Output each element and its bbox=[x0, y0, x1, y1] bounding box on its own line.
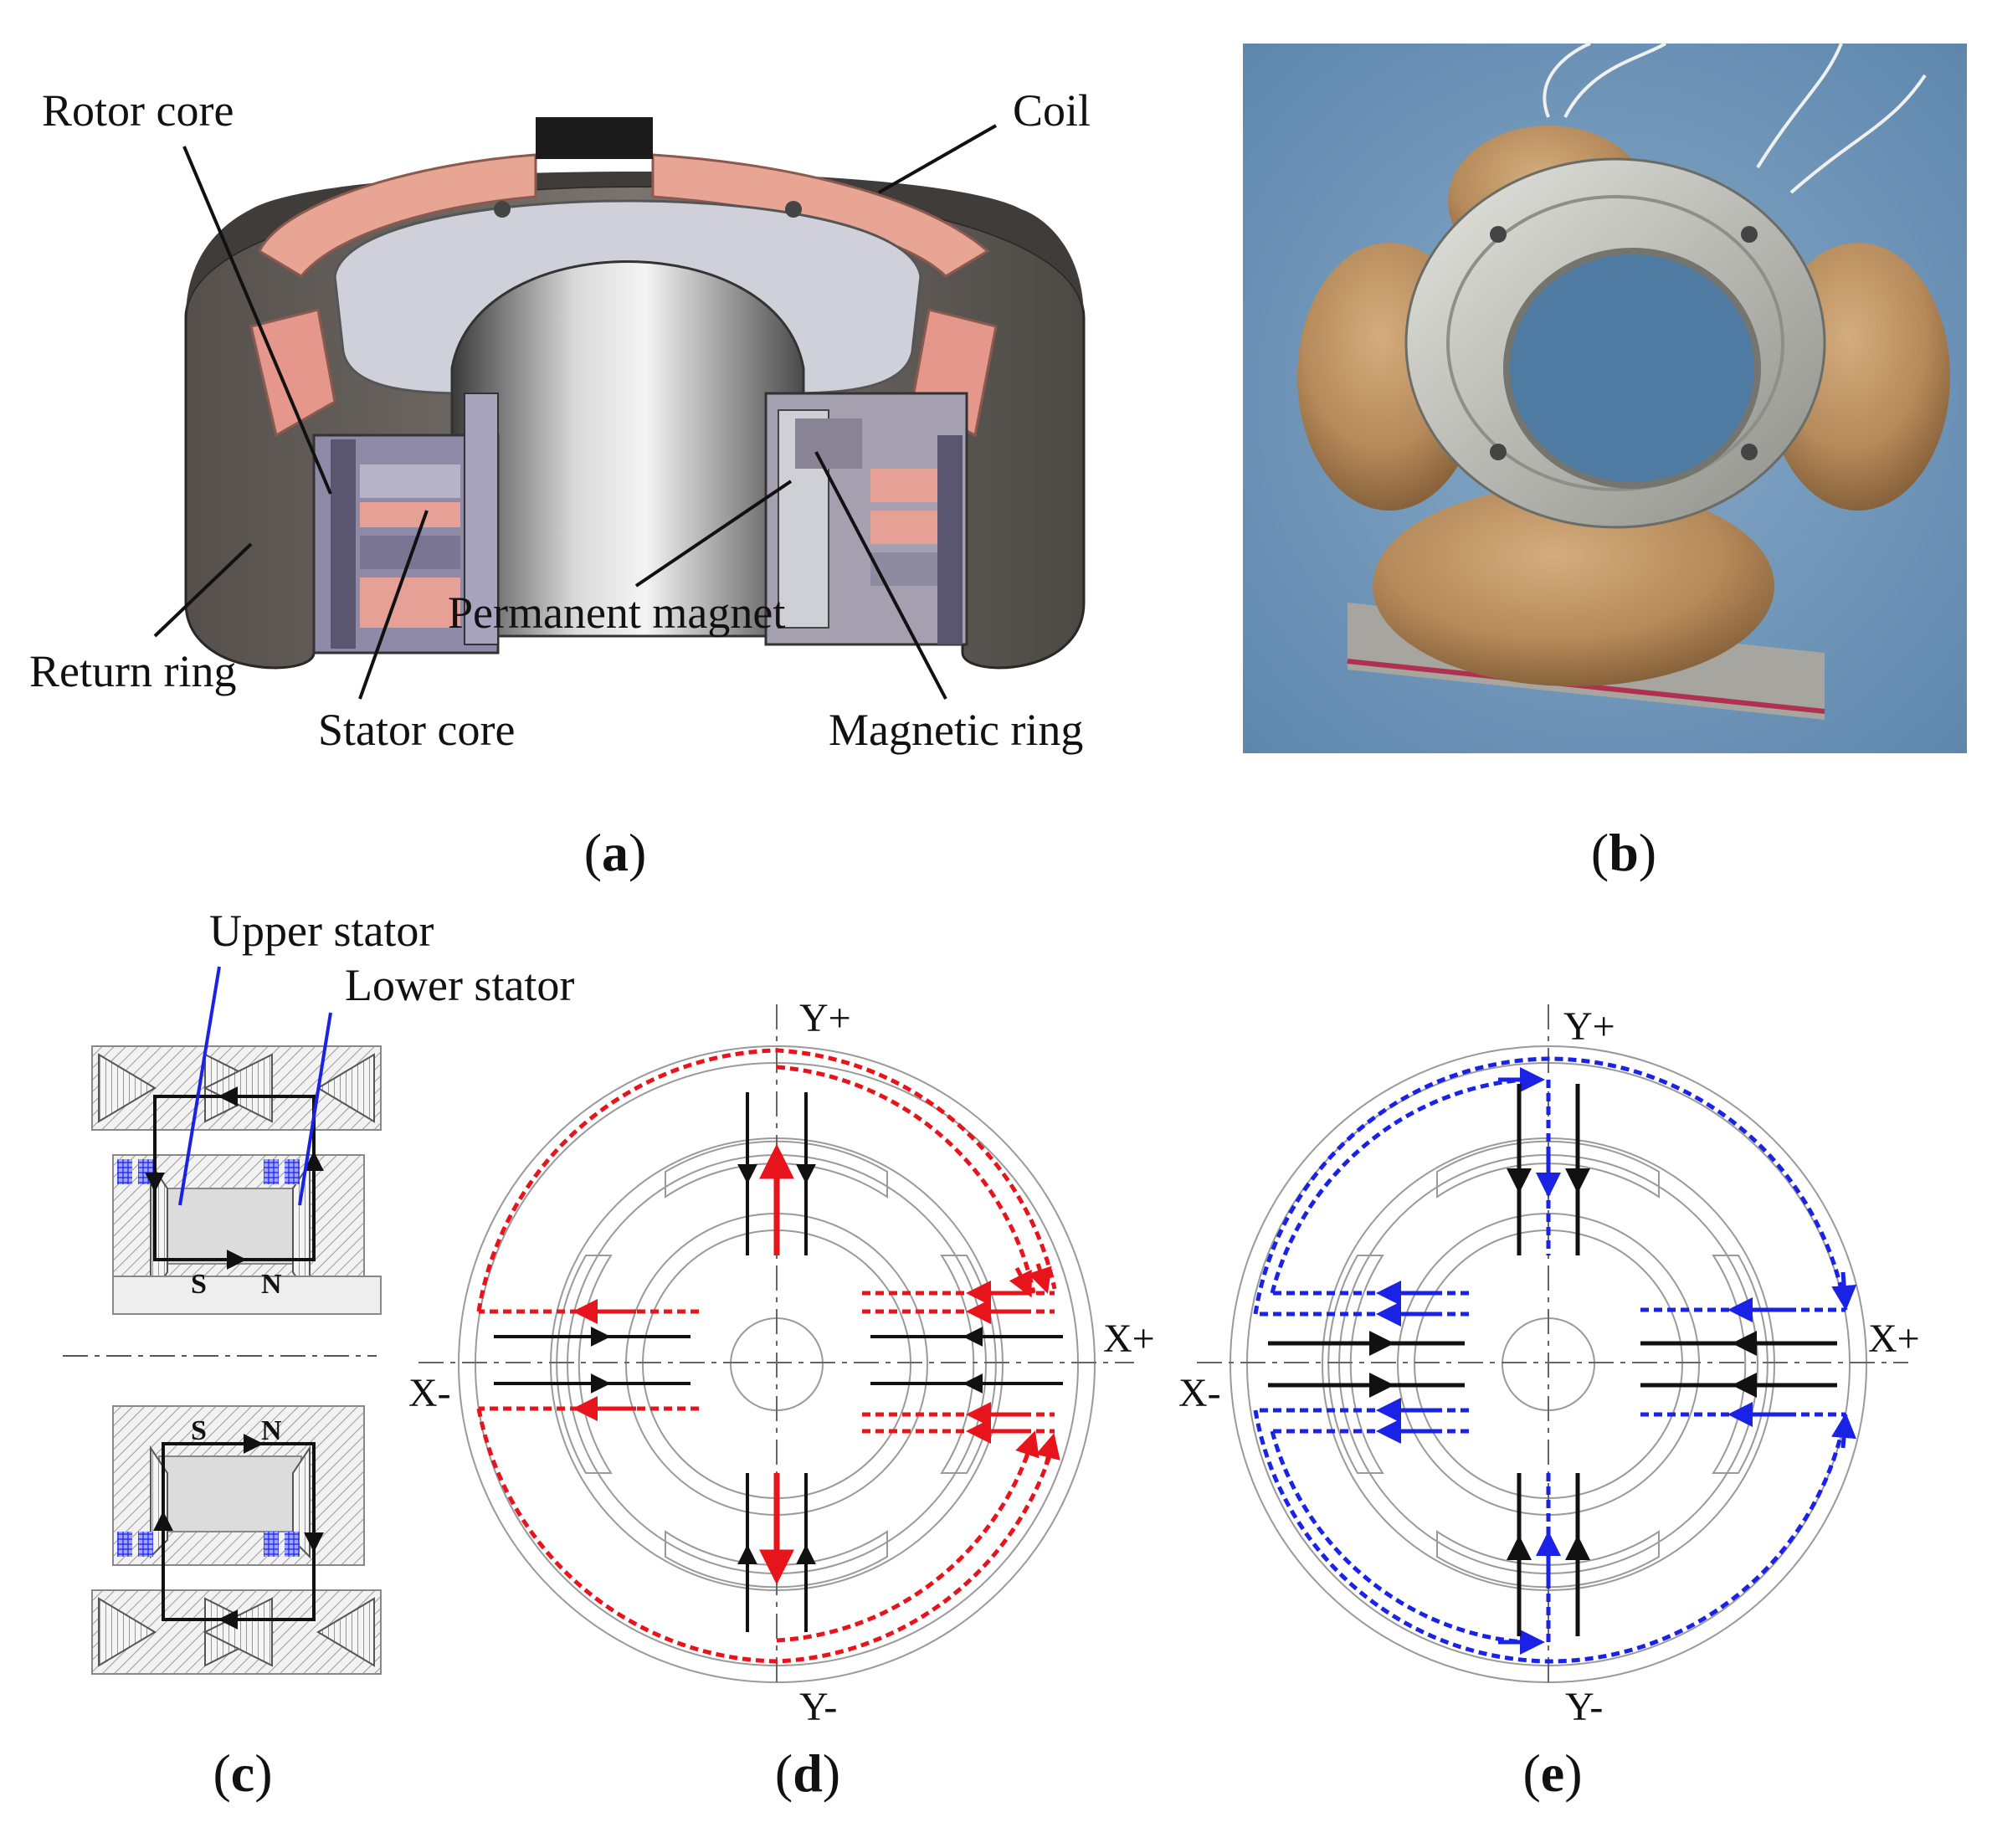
caption-d: (d) bbox=[775, 1743, 840, 1803]
caption-e: (e) bbox=[1522, 1743, 1582, 1803]
axis-x-minus-e: X- bbox=[1178, 1371, 1221, 1415]
leader-lower-stator bbox=[298, 1012, 332, 1206]
back-gap bbox=[536, 117, 653, 159]
panel-c-section: Upper stator Lower stator S N S N bbox=[63, 906, 574, 1675]
axis-y-minus-e: Y- bbox=[1565, 1685, 1603, 1729]
axis-y-minus-d: Y- bbox=[799, 1685, 837, 1729]
panel-a-leaders bbox=[153, 124, 997, 700]
caption-b: (b) bbox=[1591, 823, 1656, 882]
axis-y-plus-d: Y+ bbox=[799, 996, 851, 1040]
black-flux-e bbox=[1268, 1084, 1837, 1636]
panel-a-cutaway: Rotor core Coil Return ring Stator core … bbox=[29, 85, 1091, 755]
panel-e-blue-flux: Y+ Y- X+ X- bbox=[1178, 1004, 1920, 1729]
axis-x-minus-d: X- bbox=[408, 1371, 451, 1415]
flux-loop-lower bbox=[162, 1442, 316, 1621]
caption-a: (a) bbox=[584, 823, 647, 882]
red-wire bbox=[1347, 659, 1825, 714]
axis-y-plus-e: Y+ bbox=[1563, 1004, 1615, 1049]
axis-x-plus-d: X+ bbox=[1103, 1317, 1155, 1361]
coil-block-front bbox=[1373, 485, 1774, 686]
flange-hole bbox=[494, 201, 511, 218]
label-n-lower: N bbox=[261, 1415, 282, 1446]
leader-upper-stator bbox=[178, 966, 221, 1206]
right-cut-face bbox=[764, 392, 968, 646]
label-magnetic-ring: Magnetic ring bbox=[829, 705, 1083, 755]
left-cut-face bbox=[312, 393, 500, 654]
label-permanent-magnet: Permanent magnet bbox=[448, 588, 785, 638]
caption-c: (c) bbox=[213, 1743, 272, 1803]
label-n-upper: N bbox=[261, 1269, 282, 1300]
label-coil: Coil bbox=[1013, 85, 1091, 136]
label-s-lower: S bbox=[191, 1415, 207, 1446]
axis-x-plus-e: X+ bbox=[1868, 1317, 1920, 1361]
wires bbox=[1543, 42, 1927, 194]
label-stator-core: Stator core bbox=[318, 705, 515, 755]
label-s-upper: S bbox=[191, 1269, 207, 1300]
flux-loop-upper bbox=[153, 1095, 316, 1261]
panel-b-photo bbox=[1243, 42, 1967, 753]
label-rotor-core: Rotor core bbox=[42, 85, 234, 136]
flange-hole bbox=[785, 201, 802, 218]
bore bbox=[450, 260, 805, 638]
coil-segment-left-front bbox=[249, 308, 336, 438]
panel-d-red-flux: Y+ Y- X+ X- bbox=[408, 996, 1155, 1729]
flange-bore bbox=[1503, 248, 1761, 489]
label-upper-stator: Upper stator bbox=[209, 906, 434, 956]
label-return-ring: Return ring bbox=[29, 646, 236, 696]
label-lower-stator: Lower stator bbox=[345, 960, 574, 1010]
